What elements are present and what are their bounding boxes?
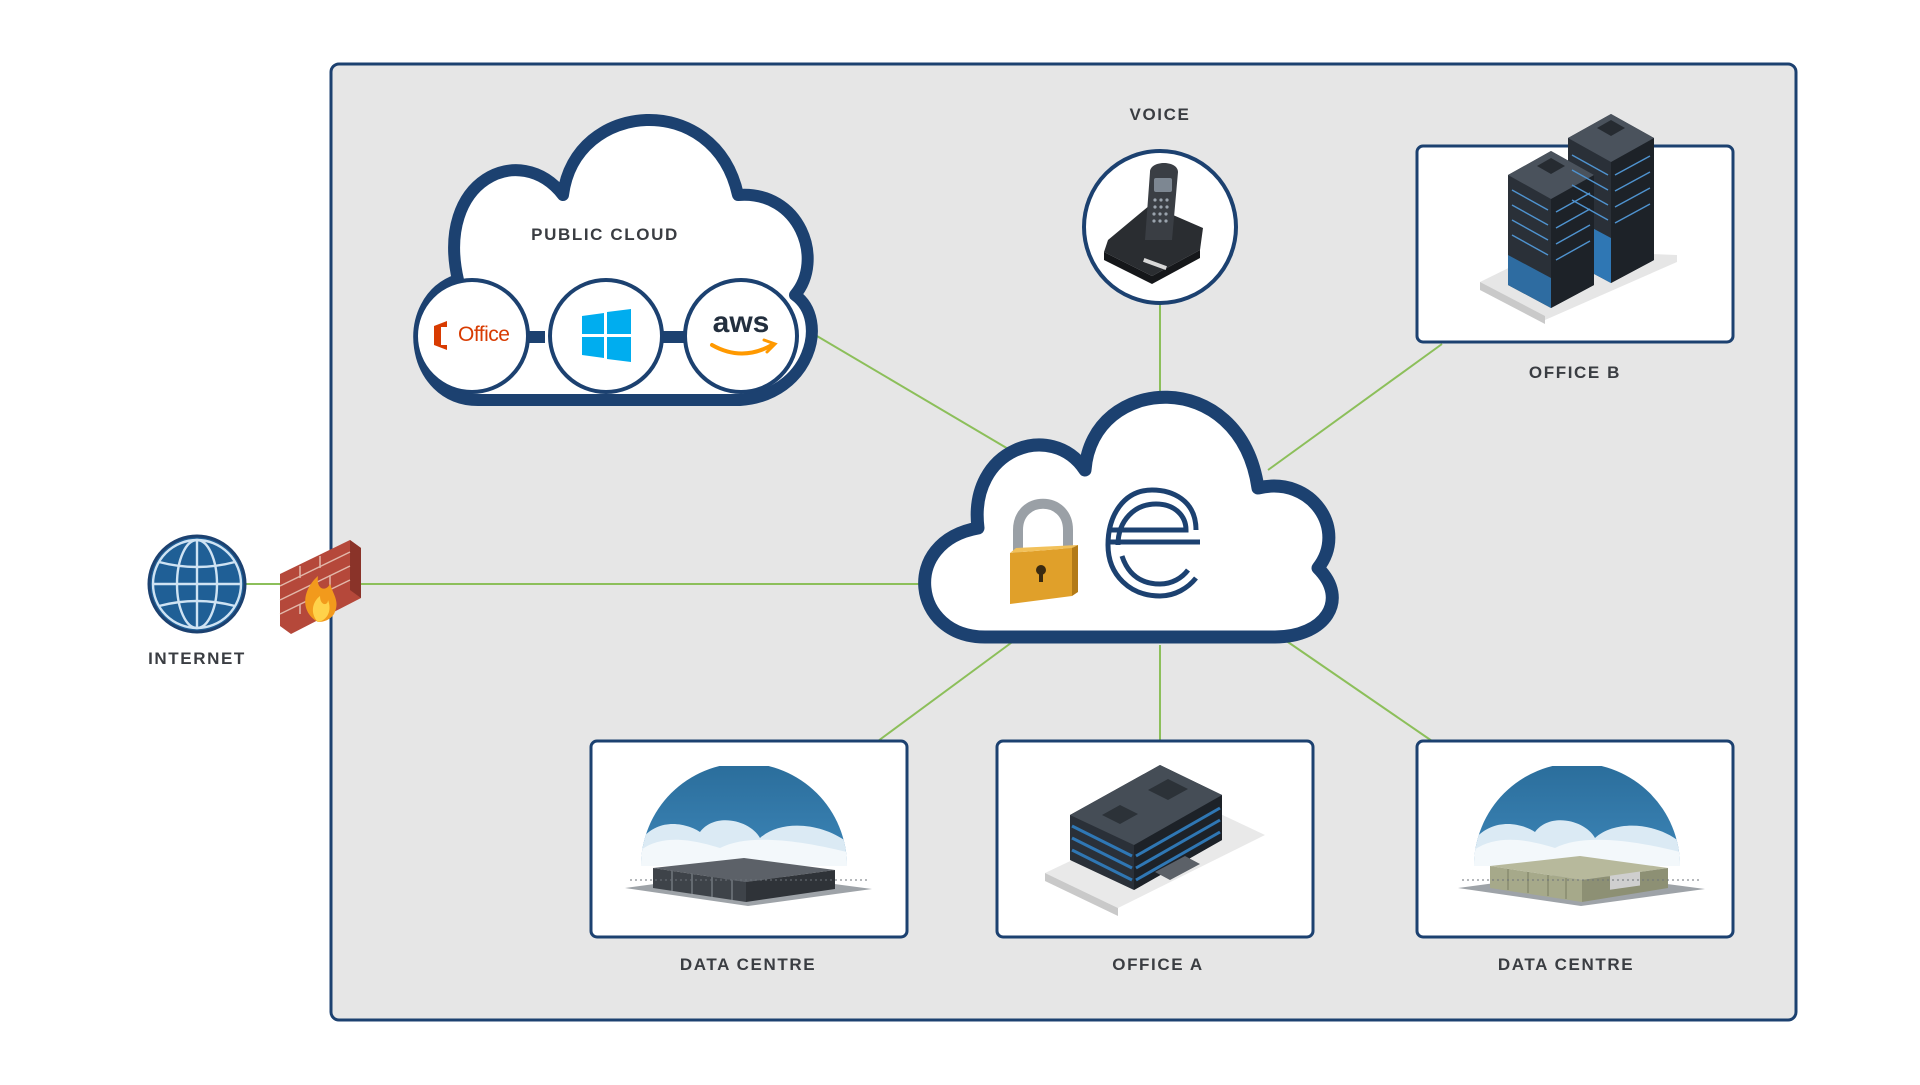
aws-smile-icon <box>710 343 774 356</box>
office-logo-circle <box>414 278 530 394</box>
office-icon <box>434 321 447 350</box>
central-cloud <box>918 390 1339 644</box>
windows-logo-circle <box>548 278 664 394</box>
voice-node <box>1082 149 1238 305</box>
office-b-towers-icon <box>1508 114 1654 308</box>
public-cloud <box>413 114 818 406</box>
link-public-cloud <box>799 325 1011 451</box>
windows-logo-icon <box>582 309 631 362</box>
e-logo-icon <box>1105 487 1200 599</box>
office-logo-text: Office <box>458 323 510 346</box>
aws-logo-text: aws <box>712 306 770 339</box>
data-centre-left-node <box>589 739 909 939</box>
link-office-b <box>1267 343 1443 471</box>
voice-label: VOICE <box>1129 105 1191 124</box>
data-centre-building-icon <box>625 858 872 906</box>
firewall-icon <box>279 540 361 634</box>
globe-icon <box>147 534 247 634</box>
office-a-node <box>995 739 1315 939</box>
data-centre-right-node <box>1415 739 1735 939</box>
public-cloud-label: PUBLIC CLOUD <box>531 225 679 244</box>
office-a-label: OFFICE A <box>1112 955 1204 974</box>
link-data-centre-left <box>877 639 1016 742</box>
data-centre-left-label: DATA CENTRE <box>679 955 817 974</box>
office-b-label: OFFICE B <box>1528 363 1622 382</box>
aws-logo-circle <box>683 278 799 394</box>
padlock-icon <box>1010 498 1078 604</box>
link-data-centre-right <box>1284 639 1433 742</box>
internet-node <box>147 534 361 634</box>
office-b-node <box>1415 114 1735 344</box>
cordless-phone-icon <box>1104 163 1203 284</box>
office-a-building-icon <box>1070 765 1222 890</box>
data-centre-right-label: DATA CENTRE <box>1497 955 1635 974</box>
data-centre-building-right-icon <box>1458 856 1705 906</box>
internet-label: INTERNET <box>148 649 246 668</box>
